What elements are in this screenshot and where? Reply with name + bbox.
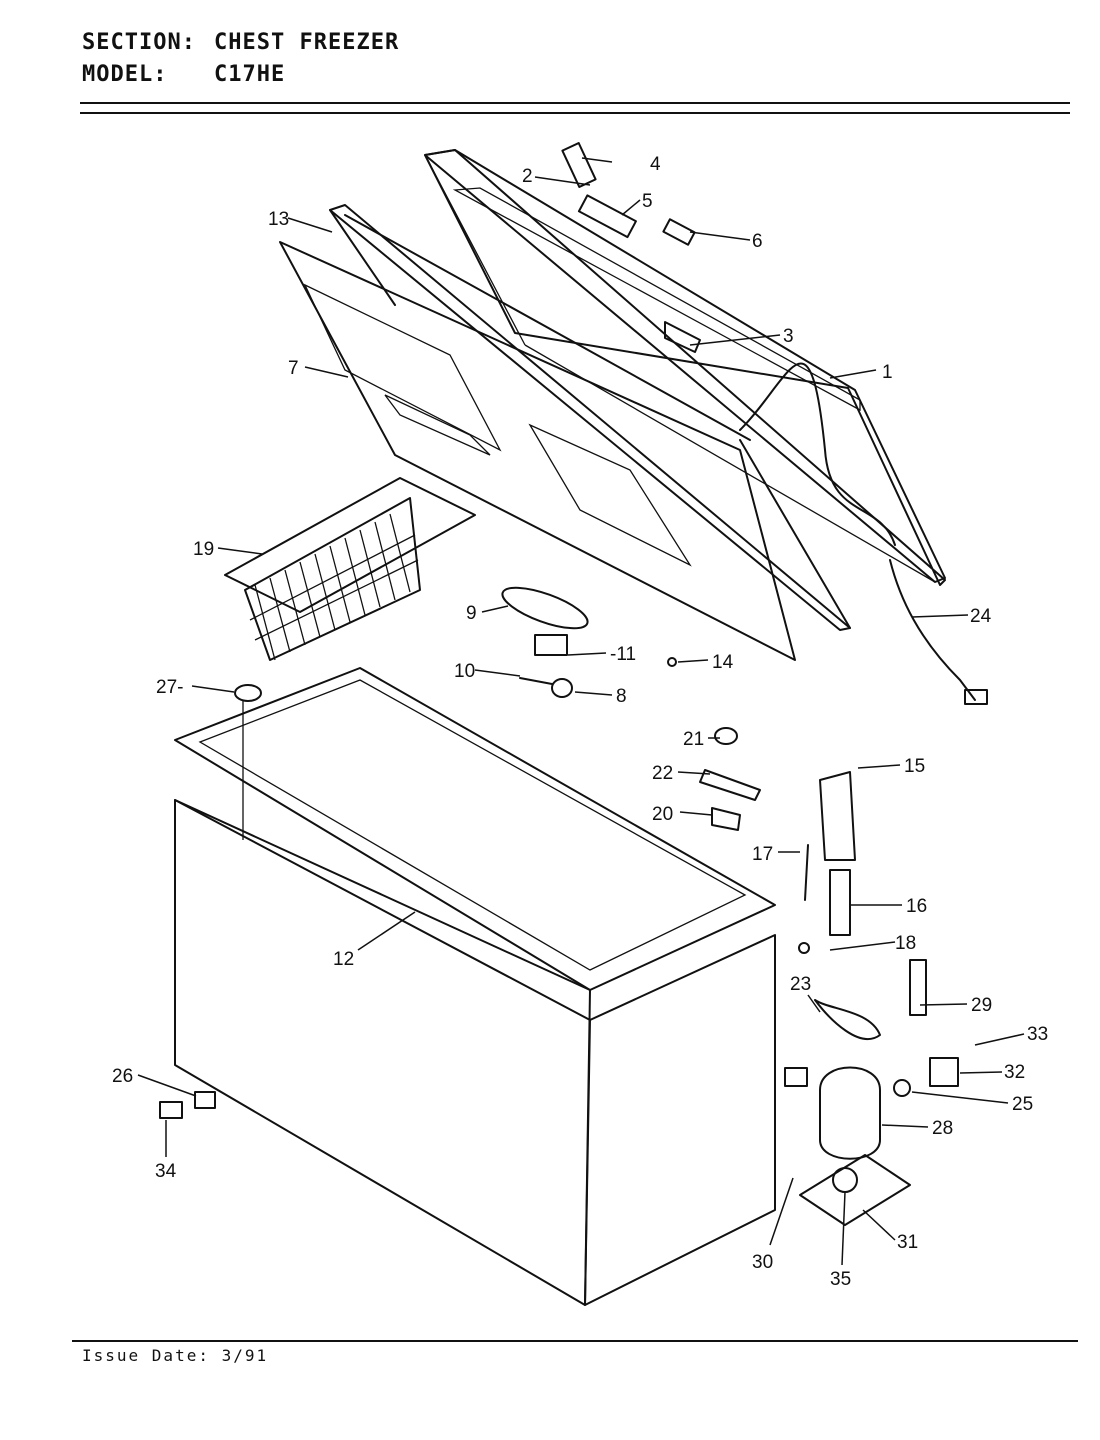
callout-12: 12	[333, 949, 354, 970]
compressor-part	[819, 1066, 881, 1160]
compressor-grommet-part	[832, 1167, 858, 1193]
callout-32: 32	[1004, 1062, 1025, 1083]
header-rule-bottom	[80, 112, 1070, 114]
issue-date-key: Issue Date:	[82, 1346, 210, 1365]
label-part	[662, 218, 696, 246]
callout-17: 17	[752, 844, 773, 865]
hinge-bracket-part	[664, 321, 701, 353]
cabinet-part	[174, 667, 776, 1306]
footer-rule	[72, 1340, 1078, 1342]
callout-13: 13	[268, 209, 289, 230]
model-heading: MODEL: C17HE	[82, 62, 285, 87]
callout-10: 10	[454, 661, 475, 682]
callout-19: 19	[193, 539, 214, 560]
grommet-part	[893, 1079, 911, 1097]
plug-button-part	[234, 684, 262, 702]
callout-25: 25	[1012, 1094, 1033, 1115]
callout-18: 18	[895, 933, 916, 954]
relay-wire-part	[814, 999, 881, 1041]
relay-part	[784, 1067, 808, 1087]
compressor-mount-part	[799, 1154, 911, 1226]
callout-21: 21	[683, 729, 704, 750]
bulb-part	[551, 678, 573, 698]
inner-lid-liner-part	[279, 241, 796, 661]
wire-harness-part	[739, 362, 896, 546]
callout-6: 6	[752, 231, 763, 252]
screw-part	[667, 657, 677, 667]
bulb-wire-part	[519, 677, 553, 685]
callout-23: 23	[790, 974, 811, 995]
callout-3: 3	[783, 326, 794, 347]
thermostat-part	[711, 807, 741, 831]
callout-24: 24	[970, 606, 992, 627]
callout-35: 35	[830, 1269, 851, 1290]
callout-31: 31	[897, 1232, 918, 1253]
callout-15: 15	[904, 756, 925, 777]
callout-9: 9	[466, 603, 477, 624]
callout-28: 28	[932, 1118, 953, 1139]
drain-plate-part	[194, 1091, 216, 1109]
callout-2: 2	[522, 166, 533, 187]
model-value: C17HE	[214, 62, 286, 87]
power-cord-part	[889, 559, 976, 701]
outer-lid-part	[424, 149, 946, 586]
header-rule-top	[80, 102, 1070, 104]
spring-arm-part	[804, 844, 809, 901]
drain-plug-part	[159, 1101, 183, 1119]
callout-labels: 1 2 3 4 5 6 7 8 9 10 -11 12 13 14 15 16 …	[112, 154, 1048, 1290]
wire-basket-part	[224, 477, 476, 661]
plug-part	[964, 689, 988, 705]
thermostat-bracket-part	[699, 769, 761, 801]
model-key: MODEL:	[82, 62, 168, 87]
handle-part	[561, 142, 597, 188]
issue-date-value: 3/91	[221, 1346, 269, 1365]
counterbalance-spring-part	[829, 869, 851, 936]
callout-27: 27-	[156, 677, 183, 698]
callout-26: 26	[112, 1066, 133, 1087]
callout-30: 30	[752, 1252, 773, 1273]
light-socket-part	[534, 634, 568, 656]
callout-8: 8	[616, 686, 627, 707]
knob-part	[714, 727, 738, 745]
overload-part	[929, 1057, 959, 1087]
callout-22: 22	[652, 763, 673, 784]
issue-date: Issue Date: 3/91	[82, 1346, 268, 1365]
leader-lines	[137, 157, 1025, 1266]
section-value: CHEST FREEZER	[214, 30, 400, 55]
light-housing-part	[501, 586, 589, 630]
callout-20: 20	[652, 804, 673, 825]
callout-16: 16	[906, 896, 927, 917]
callout-1: 1	[882, 362, 893, 383]
callout-34: 34	[155, 1161, 177, 1182]
section-heading: SECTION: CHEST FREEZER	[82, 30, 399, 55]
hinge-part	[819, 771, 856, 861]
callout-4: 4	[650, 154, 661, 175]
callout-7: 7	[288, 358, 299, 379]
callout-14: 14	[712, 652, 734, 673]
small-parts	[159, 142, 988, 1226]
thermostat-tube-part	[909, 959, 927, 1016]
lock-plate-part	[577, 194, 637, 239]
callout-11: -11	[610, 644, 636, 665]
callout-33: 33	[1027, 1024, 1048, 1045]
hinge-pin-part	[798, 942, 810, 954]
callout-29: 29	[971, 995, 992, 1016]
callout-5: 5	[642, 191, 653, 212]
section-key: SECTION:	[82, 30, 196, 55]
